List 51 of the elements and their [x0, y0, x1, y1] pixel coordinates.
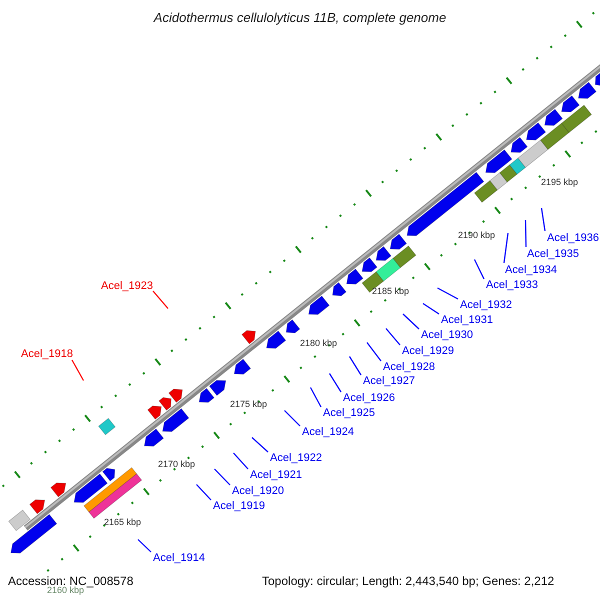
tick-label: 2195 kbp: [541, 176, 578, 189]
gene-label: Acel_1918: [21, 347, 73, 361]
tick-label: 2160 kbp: [47, 585, 84, 597]
leader-line: [196, 484, 212, 500]
tick-label: 2165 kbp: [104, 516, 142, 529]
leader-line: [214, 468, 230, 486]
leader-line: [474, 259, 485, 280]
gene-label: Acel_1921: [250, 468, 302, 482]
gene-label: Acel_1929: [402, 344, 454, 358]
gene-label: Acel_1935: [527, 247, 579, 261]
leader-line: [310, 387, 322, 408]
genome-info-text: Topology: circular; Length: 2,443,540 bp; Genes: 2,212: [262, 574, 554, 588]
leader-line: [252, 437, 268, 452]
leader-line: [524, 220, 527, 248]
leader-line: [540, 208, 546, 232]
leader-line: [152, 290, 168, 309]
leader-line: [348, 356, 362, 376]
gene-label: Acel_1931: [441, 313, 493, 327]
gene-label: Acel_1922: [270, 451, 322, 465]
gene-label: Acel_1934: [505, 263, 557, 277]
gene-label: Acel_1919: [213, 499, 265, 513]
leader-line: [328, 373, 342, 392]
leader-line: [284, 410, 300, 426]
diagram-title: Acidothermus cellulolyticus 11B, complete genome: [152, 11, 448, 25]
gene-label: Acel_1936: [547, 231, 599, 245]
gene-label: Acel_1920: [232, 484, 284, 498]
leader-line: [138, 539, 152, 552]
gene-label: Acel_1923: [101, 279, 153, 293]
gene-label: Acel_1930: [421, 328, 473, 342]
gene-label: Acel_1914: [153, 551, 205, 565]
tick-label: 2180 kbp: [300, 337, 338, 350]
leader-line: [233, 452, 248, 470]
gene-label: Acel_1928: [383, 360, 435, 374]
leader-line: [503, 232, 509, 264]
leader-line: [366, 342, 382, 362]
tick-label: 2175 kbp: [230, 398, 268, 411]
gene-label: Acel_1933: [486, 278, 538, 292]
tick-label: 2190 kbp: [458, 229, 496, 242]
leader-line: [402, 314, 420, 330]
gene-label: Acel_1925: [323, 406, 375, 420]
leader-line: [386, 328, 400, 346]
gene-label: Acel_1924: [302, 425, 354, 439]
leader-line: [422, 303, 440, 314]
tick-label: 2170 kbp: [158, 458, 196, 471]
gene-label: Acel_1926: [343, 391, 395, 405]
gene-label: Acel_1927: [363, 374, 415, 388]
accession-text: Accession: NC_008578: [8, 574, 134, 588]
leader-line: [437, 287, 458, 300]
gene-label: Acel_1932: [460, 298, 512, 312]
leader-line: [71, 360, 84, 381]
tick-label: 2185 kbp: [372, 285, 410, 298]
